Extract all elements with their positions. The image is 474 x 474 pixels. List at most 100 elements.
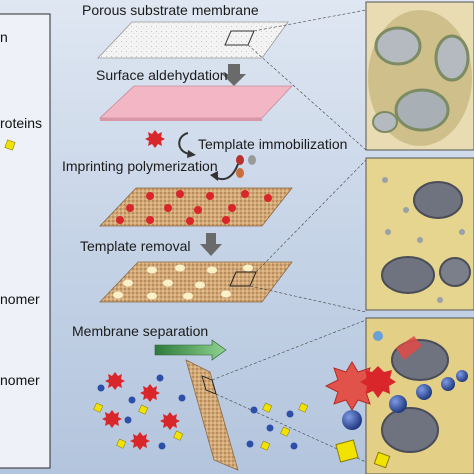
yellow-protein-large <box>373 451 391 469</box>
imprinted-cavity-zoom <box>439 257 471 287</box>
surface-dot <box>459 229 465 235</box>
blue-protein <box>266 424 274 432</box>
separation-membrane <box>185 359 239 471</box>
yellow-protein <box>93 402 104 413</box>
blue-protein <box>124 416 132 424</box>
zoom-line-2b <box>249 285 367 313</box>
monomer-orange-icon <box>236 168 244 178</box>
red-protein-large <box>360 366 396 398</box>
blue-protein-large <box>456 370 468 382</box>
imprinted-cavity-zoom <box>381 256 435 294</box>
step-immobilization-label: Template immobilization <box>198 136 347 152</box>
blue-protein <box>156 374 164 382</box>
red-protein <box>105 372 125 390</box>
template-spot <box>116 216 124 224</box>
pore <box>372 111 398 133</box>
zoom-panel-top <box>365 1 474 151</box>
legend-yellow-protein-icon <box>4 139 16 151</box>
template-spot <box>241 190 249 198</box>
surface-dot <box>417 237 423 243</box>
substrate-membrane <box>97 21 289 59</box>
legend-item-4: nomer <box>0 372 40 388</box>
step-separation-label: Membrane separation <box>72 323 208 339</box>
red-protein <box>160 412 180 430</box>
zoom-surface-monomers <box>382 177 465 303</box>
yellow-protein <box>138 404 149 415</box>
yellow-protein-large <box>335 439 359 463</box>
flow-beam-red <box>396 336 422 360</box>
template-spot <box>176 190 184 198</box>
blue-protein <box>250 406 258 414</box>
imprinted-cavity-zoom <box>413 181 463 219</box>
monomer-gray-icon <box>248 155 256 165</box>
flow-arrow <box>154 339 227 361</box>
imprinted-cavities <box>113 264 253 300</box>
bound-protein-zoom <box>373 331 383 341</box>
template-spot <box>126 204 134 212</box>
imprinted-cavity-zoom <box>381 407 439 453</box>
yellow-protein <box>173 430 184 441</box>
arrow-down-1 <box>222 64 246 86</box>
blue-protein-large <box>389 395 407 413</box>
blue-protein <box>97 384 105 392</box>
template-spot <box>146 216 154 224</box>
cavity <box>195 281 205 289</box>
zoom-line-1a <box>253 9 367 32</box>
curved-arrow-1-head <box>187 150 196 158</box>
cavity <box>123 279 133 287</box>
bound-templates <box>116 190 272 225</box>
template-spot <box>222 216 230 224</box>
blue-protein-large <box>416 384 432 400</box>
cavity <box>113 291 123 299</box>
yellow-protein <box>116 438 127 449</box>
cavity <box>175 264 185 272</box>
template-spot <box>264 194 272 202</box>
legend-box <box>0 13 51 469</box>
step-substrate-label: Porous substrate membrane <box>82 2 259 18</box>
curved-arrow-1 <box>178 132 191 155</box>
blue-protein <box>178 394 186 402</box>
surface-dot <box>437 297 443 303</box>
cavity <box>243 264 253 272</box>
legend-panel: n roteins nomer nomer <box>0 13 51 469</box>
blue-protein <box>246 440 254 448</box>
zoom-panel-middle <box>365 157 474 311</box>
pore <box>374 26 422 66</box>
template-spot <box>186 217 194 225</box>
blue-protein <box>128 396 136 404</box>
pore <box>394 88 450 132</box>
step-removal-label: Template removal <box>80 238 191 254</box>
zoom-line-1b <box>247 44 367 151</box>
step-aldehydation-label: Surface aldehydation <box>96 67 228 83</box>
yellow-protein <box>260 440 271 451</box>
feed-proteins <box>93 372 186 450</box>
permeate-proteins <box>246 402 309 451</box>
cavity <box>163 279 173 287</box>
template-protein-icon <box>145 130 165 148</box>
surface-dot <box>382 177 388 183</box>
cavity <box>183 292 193 300</box>
zoom-line-3a <box>211 319 367 381</box>
template-spot <box>194 206 202 214</box>
yellow-protein <box>298 402 309 413</box>
cavity <box>147 292 157 300</box>
cavity <box>207 266 217 274</box>
aldehyde-membrane-edge <box>100 118 262 121</box>
legend-item-3: nomer <box>0 291 40 307</box>
zoom-line-2a <box>255 159 367 273</box>
red-protein <box>140 384 160 402</box>
blue-protein-large <box>441 377 455 391</box>
pore <box>434 34 470 82</box>
blue-protein <box>286 410 294 418</box>
arrow-down-2 <box>200 233 222 256</box>
template-spot <box>228 204 236 212</box>
step-polymerization-label: Imprinting polymerization <box>62 158 218 174</box>
blue-protein-large <box>342 410 362 430</box>
legend-item-1: n <box>0 29 8 45</box>
legend-item-2: roteins <box>0 115 42 131</box>
template-spot <box>146 192 154 200</box>
template-spot <box>164 204 172 212</box>
blue-protein <box>290 442 298 450</box>
